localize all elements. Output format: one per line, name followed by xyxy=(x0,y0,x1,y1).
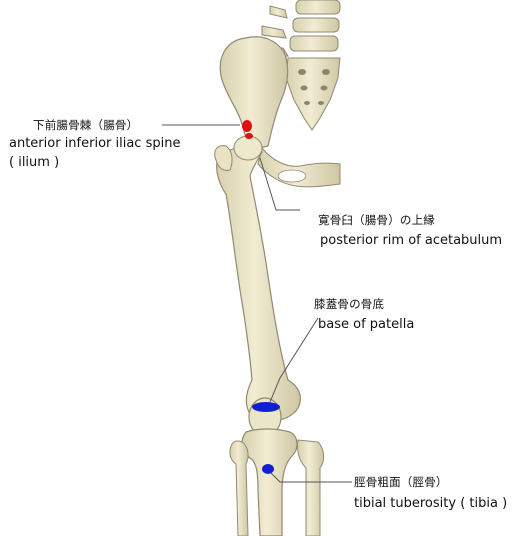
aiis-label-en-bone: ( ilium ) xyxy=(9,155,60,170)
tibia xyxy=(241,428,298,536)
patella-label-en: base of patella xyxy=(318,317,415,332)
other-leg-tibia xyxy=(297,439,325,536)
tibial-tuberosity-marker xyxy=(262,464,274,474)
sacral-foramina xyxy=(298,69,330,105)
tibia-label-en: tibial tuberosity ( tibia ) xyxy=(354,496,508,511)
acetabulum-label-jp: 寛骨臼（腸骨）の上縁 xyxy=(318,213,435,227)
ilium xyxy=(219,36,289,151)
patella-insertion-marker xyxy=(252,402,280,412)
sacrum xyxy=(285,57,341,131)
femoral-head xyxy=(233,135,263,161)
aiis-label-jp: 下前腸骨棘（腸骨） xyxy=(33,118,139,132)
tibia-label-jp: 脛骨粗面（脛骨） xyxy=(354,475,448,489)
aiis-label-en: anterior inferior iliac spine xyxy=(9,136,181,151)
acetabulum-label-en: posterior rim of acetabulum xyxy=(320,233,503,248)
femur xyxy=(216,146,301,422)
greater-trochanter xyxy=(214,145,233,171)
obturator-foramen xyxy=(277,169,307,183)
aiis-origin-marker xyxy=(242,120,252,132)
acetabulum-origin-marker xyxy=(245,133,253,139)
fibula xyxy=(229,440,249,536)
patella-label-jp: 膝蓋骨の骨底 xyxy=(314,297,385,311)
leader-lines xyxy=(162,124,352,483)
